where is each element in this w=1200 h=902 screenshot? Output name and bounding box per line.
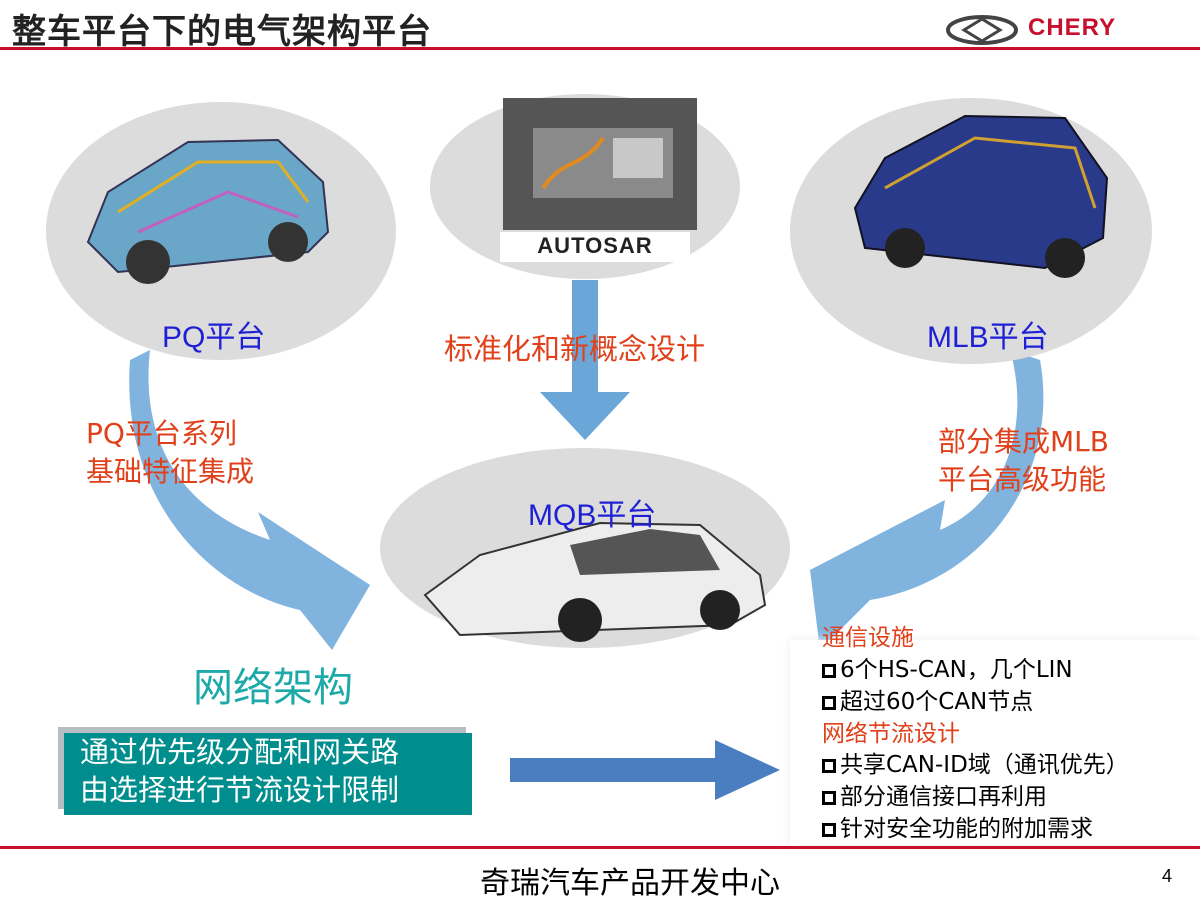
- info-item: 6个HS-CAN，几个LIN: [822, 650, 1073, 684]
- throttling-line1: 通过优先级分配和网关路: [80, 735, 400, 769]
- mlb-car-icon: [853, 114, 1109, 278]
- pq-platform-label: PQ平台: [162, 321, 266, 354]
- info-heading-throttling: 网络节流设计: [822, 721, 960, 747]
- autosar-logo-text: AUTOSAR: [537, 233, 653, 258]
- left-curved-arrow: [129, 350, 370, 650]
- autosar-logo: [500, 232, 690, 262]
- right-curved-arrow: [810, 350, 1044, 650]
- checkbox-icon: [822, 791, 836, 805]
- mlb-description-line2: 平台高级功能: [938, 463, 1107, 496]
- checkbox-icon: [822, 823, 836, 837]
- checkbox-icon: [822, 696, 836, 710]
- chery-logo-icon: [946, 15, 1018, 45]
- throttling-description-box: 通过优先级分配和网关路 由选择进行节流设计限制: [64, 733, 472, 815]
- mlb-description-line1: 部分集成MLB: [938, 425, 1109, 458]
- footer-text: 奇瑞汽车产品开发中心: [480, 866, 780, 901]
- footer-divider: [0, 846, 1200, 849]
- checkbox-icon: [822, 759, 836, 773]
- throttling-line2: 由选择进行节流设计限制: [80, 773, 400, 807]
- pq-description-line2: 基础特征集成: [86, 455, 255, 488]
- info-box: [790, 640, 1200, 845]
- chery-logo-text: CHERY: [1028, 14, 1117, 41]
- mqb-platform-label: MQB平台: [528, 499, 657, 532]
- page-number: 4: [1161, 866, 1172, 886]
- mqb-car-icon: [423, 521, 767, 642]
- ecu-module-icon: [503, 98, 697, 230]
- network-architecture-label: 网络架构: [193, 665, 353, 711]
- checkbox-icon: [822, 664, 836, 678]
- down-arrow: [540, 280, 630, 440]
- right-arrow: [510, 740, 780, 800]
- autosar-caption: 标准化和新概念设计: [444, 332, 706, 366]
- info-item: 超过60个CAN节点: [822, 682, 1033, 716]
- pq-description-line1: PQ平台系列: [86, 417, 237, 450]
- mlb-platform-label: MLB平台: [927, 321, 1049, 354]
- pq-car-icon: [86, 138, 330, 284]
- info-item: 共享CAN-ID域（通讯优先）: [822, 745, 1129, 779]
- info-item: 部分通信接口再利用: [822, 777, 1047, 811]
- info-item: 针对安全功能的附加需求: [822, 809, 1093, 843]
- page-title: 整车平台下的电气架构平台: [12, 12, 432, 52]
- header-divider: [0, 47, 1200, 50]
- info-heading-communication: 通信设施: [822, 625, 914, 651]
